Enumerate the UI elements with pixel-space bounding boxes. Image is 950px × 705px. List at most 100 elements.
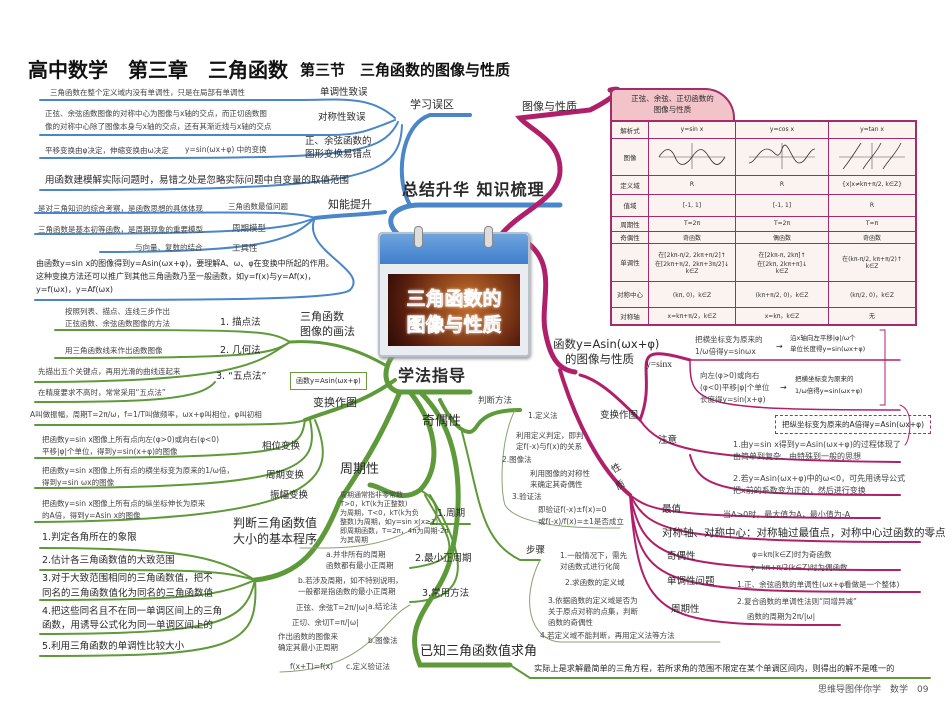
parity-steps-label: 步骤	[526, 545, 546, 556]
row-header: 奇偶性	[610, 230, 649, 244]
compare-step: 1.判定各角所在的象限	[42, 532, 137, 543]
period-method: c.定义验证法	[346, 662, 391, 671]
table-cell: 在[2kπ-π/2, 2kπ+π/2]↑在[2kπ+π/2, 2kπ+3π/2]…	[648, 242, 736, 282]
improve-item: 三角函数最值问题	[228, 202, 288, 211]
transform-step: 向左(φ>0)或向右	[700, 371, 760, 380]
periodicity-label: 周期性	[340, 462, 380, 477]
row-header: 值域	[610, 193, 649, 217]
pink-to-transform	[578, 352, 692, 423]
transform-step: 单位长度得y=sin(ωx+φ)	[790, 345, 866, 353]
pink-prop-monotonic	[629, 494, 921, 593]
parity-step: 3.依据函数的定义域是否为	[548, 596, 638, 605]
compare-label-2: 大小的基本程序	[233, 532, 318, 546]
mistake-label: 单调性致误	[320, 87, 368, 98]
blue-improve-3	[99, 217, 316, 253]
parity-judge-label: 判断方法	[478, 396, 513, 406]
transform-step: 把横坐标变为原来的	[695, 335, 763, 344]
note-label: 注意	[658, 435, 678, 446]
study-branch-label: 学法指导	[398, 366, 467, 385]
blue-modeling	[39, 124, 403, 191]
green-compare-1	[39, 547, 256, 581]
improve-paragraph: y=f(ωx)，y=Af(ωx)	[36, 285, 114, 294]
green-to-parity	[438, 398, 522, 435]
period-desc: 正切、余切T=π/|ω|	[292, 618, 359, 627]
transform-desc: 把函数y=sin x图像上所有点的纵坐标伸长为原来	[42, 499, 206, 508]
cell-line: 在[2kπ-π/2, 2kπ+π/2]↑	[658, 251, 726, 259]
arrow-right-icon: →	[780, 383, 787, 392]
green-compare-4	[39, 579, 256, 635]
sine-graph	[648, 137, 736, 176]
table-row: 单调性 在[2kπ-π/2, 2kπ+π/2]↑在[2kπ+π/2, 2kπ+3…	[610, 242, 917, 282]
table-cell: y=cos x	[735, 120, 829, 139]
period-desc: 一般都是指函数的最小正周期	[298, 587, 396, 596]
table-cell: 奇函数	[648, 230, 736, 244]
parity-method: 1.定义法	[528, 411, 558, 420]
parity-judge-leaf	[501, 409, 621, 529]
transform-desc: 平移|φ|个单位，得到y=sin(x+φ)的图像	[42, 447, 178, 456]
table-title: 正弦、余弦、正切函数的 图像与性质	[610, 88, 735, 122]
mistake-desc: y=sin(ωx+φ) 中的变换	[185, 145, 267, 154]
page-subtitle: 第三节 三角函数的图像与性质	[300, 61, 511, 79]
blue-main-branch	[388, 202, 563, 239]
calendar-ring-icon	[484, 226, 493, 248]
cosine-curve-icon	[748, 142, 816, 169]
drawing-desc: 先描出五个关键点，再用光滑的曲线连起来	[38, 367, 181, 376]
cosine-graph	[735, 137, 829, 176]
prop-extreme-label: 最值	[662, 504, 682, 515]
compare-step: 同名的三角函数值化为同名的三角函数值	[42, 588, 214, 599]
parity-steps-leaf	[529, 559, 721, 643]
tangent-graph	[828, 137, 917, 176]
table-row: 值域[-1, 1][-1, 1]R	[610, 193, 917, 217]
mistake-label: 正、余弦函数的	[305, 136, 372, 147]
note-item: 由简单到复杂、由特殊到一般的思想	[733, 452, 861, 461]
improve-paragraph: 由函数y=sin x的图像得到y=Asin(ωx+φ)，要理解A、ω、φ在变换中…	[36, 259, 334, 268]
mistake-label: 对称性致误	[318, 112, 366, 123]
compare-step: 函数，用诱导公式化为同一单调区间上的	[42, 620, 214, 631]
find-angle-desc: 实际上是求解最简单的三角方程，若所求角的范围不限定在某个单调区间内，则得出的解不…	[534, 663, 895, 673]
drawing-label-1: 三角函数	[300, 310, 344, 323]
transform-desc: 把函数y=sin x图像上所有点的横坐标变为原来的1/ω倍，	[42, 466, 234, 475]
prop-parity-desc: φ=kπ(k∈Z)时为奇函数	[752, 550, 832, 559]
green-to-drawing	[288, 340, 387, 367]
parity-step: 2.求函数的定义域	[565, 578, 625, 587]
cell-line: 在[2kπ-π, 2kπ]↑	[758, 251, 806, 259]
parity-desc: 即验证f(-x)±f(x)=0	[538, 505, 607, 514]
period-desc: f(x+T)=f(x)	[290, 662, 334, 671]
green-to-period	[367, 389, 437, 499]
cell-line: 在[2kπ, 2kπ+π]↓	[757, 260, 807, 268]
table-cell: {x|x≠kπ+π/2, k∈Z}	[828, 174, 917, 195]
green-angle-desc	[509, 664, 931, 679]
row-header: 定义域	[610, 174, 649, 195]
asin-label-2: 的图像与性质	[565, 352, 634, 366]
drawing-label-2: 图像的画法	[300, 325, 355, 338]
row-header: 周期性	[610, 215, 649, 232]
table-cell: T=2π	[648, 215, 736, 232]
green-draw-3	[34, 341, 291, 383]
table-cell: 在(kπ-π/2, kπ+π/2)↑k∈Z	[828, 242, 917, 282]
period-desc: a.并非所有的周期	[326, 550, 386, 559]
blue-branches	[34, 98, 563, 301]
period-desc: 函数都有最小正周期	[326, 561, 394, 570]
asin-label-1: 函数y=Asin(ωx+φ)	[553, 337, 660, 351]
transform-desc: 的A倍，得到y=Asin x的图像	[42, 511, 141, 520]
calendar-header	[380, 234, 528, 264]
compare-step: 3.对于大致范围相同的三角函数值，把不	[42, 573, 213, 584]
transform-step: 把横坐标变为原来的	[795, 375, 854, 383]
cell-line: k∈Z	[685, 267, 699, 275]
parity-desc: 利用定义判定，即判	[516, 431, 584, 440]
transform-item: 振幅变换	[270, 490, 309, 501]
prop-period-label: 周期性	[671, 604, 700, 615]
compare-step: 2.估计各三角函数值的大致范围	[42, 555, 175, 566]
table-cell: y=sin x	[648, 120, 736, 139]
mistake-desc: 平移变换由φ决定，伸缩变换由ω决定	[45, 146, 169, 155]
parity-label: 奇偶性	[422, 414, 462, 429]
green-transform-3	[34, 419, 324, 523]
transform-item: 周期变换	[266, 470, 305, 481]
transform-step: 长度得y=sin(x+φ)	[700, 395, 766, 404]
parity-method: 2.图像法	[502, 455, 532, 464]
prop-parity-label: 奇偶性	[667, 551, 696, 562]
transform-label: 变换作图	[313, 396, 357, 409]
